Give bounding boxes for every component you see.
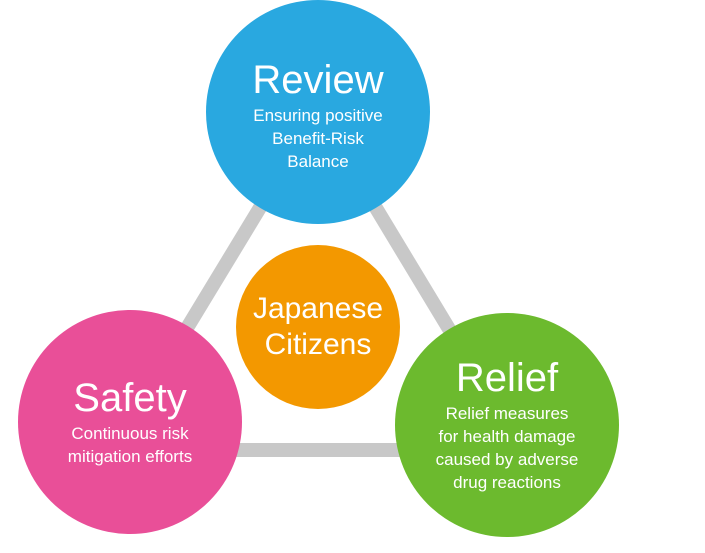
relief-line: caused by adverse — [435, 450, 579, 469]
relief-line: Relief measures — [445, 404, 569, 423]
review-line: Balance — [287, 152, 349, 171]
safety-line: mitigation efforts — [67, 447, 193, 466]
review-title: Review — [252, 58, 384, 102]
review-circle: Review Ensuring positive Benefit-Risk Ba… — [206, 0, 430, 224]
relief-line: drug reactions — [453, 473, 561, 492]
center-line: Citizens — [264, 328, 372, 361]
relief-title: Relief — [455, 356, 559, 400]
review-description: Ensuring positive Benefit-Risk Balance — [253, 104, 382, 173]
safety-title: Safety — [73, 376, 187, 420]
relief-line: for health damage — [438, 427, 576, 446]
japanese-citizens-circle: Japanese Citizens — [236, 245, 400, 409]
review-line: Benefit-Risk — [272, 129, 364, 148]
relief-circle: Relief Relief measures for health damage… — [395, 313, 619, 537]
safety-circle: Safety Continuous risk mitigation effort… — [18, 310, 242, 534]
center-line: Japanese — [252, 292, 384, 325]
safety-line: Continuous risk — [71, 424, 189, 443]
relief-description: Relief measures for health damage caused… — [436, 402, 579, 494]
safety-description: Continuous risk mitigation efforts — [68, 422, 192, 468]
review-line: Ensuring positive — [253, 106, 383, 125]
